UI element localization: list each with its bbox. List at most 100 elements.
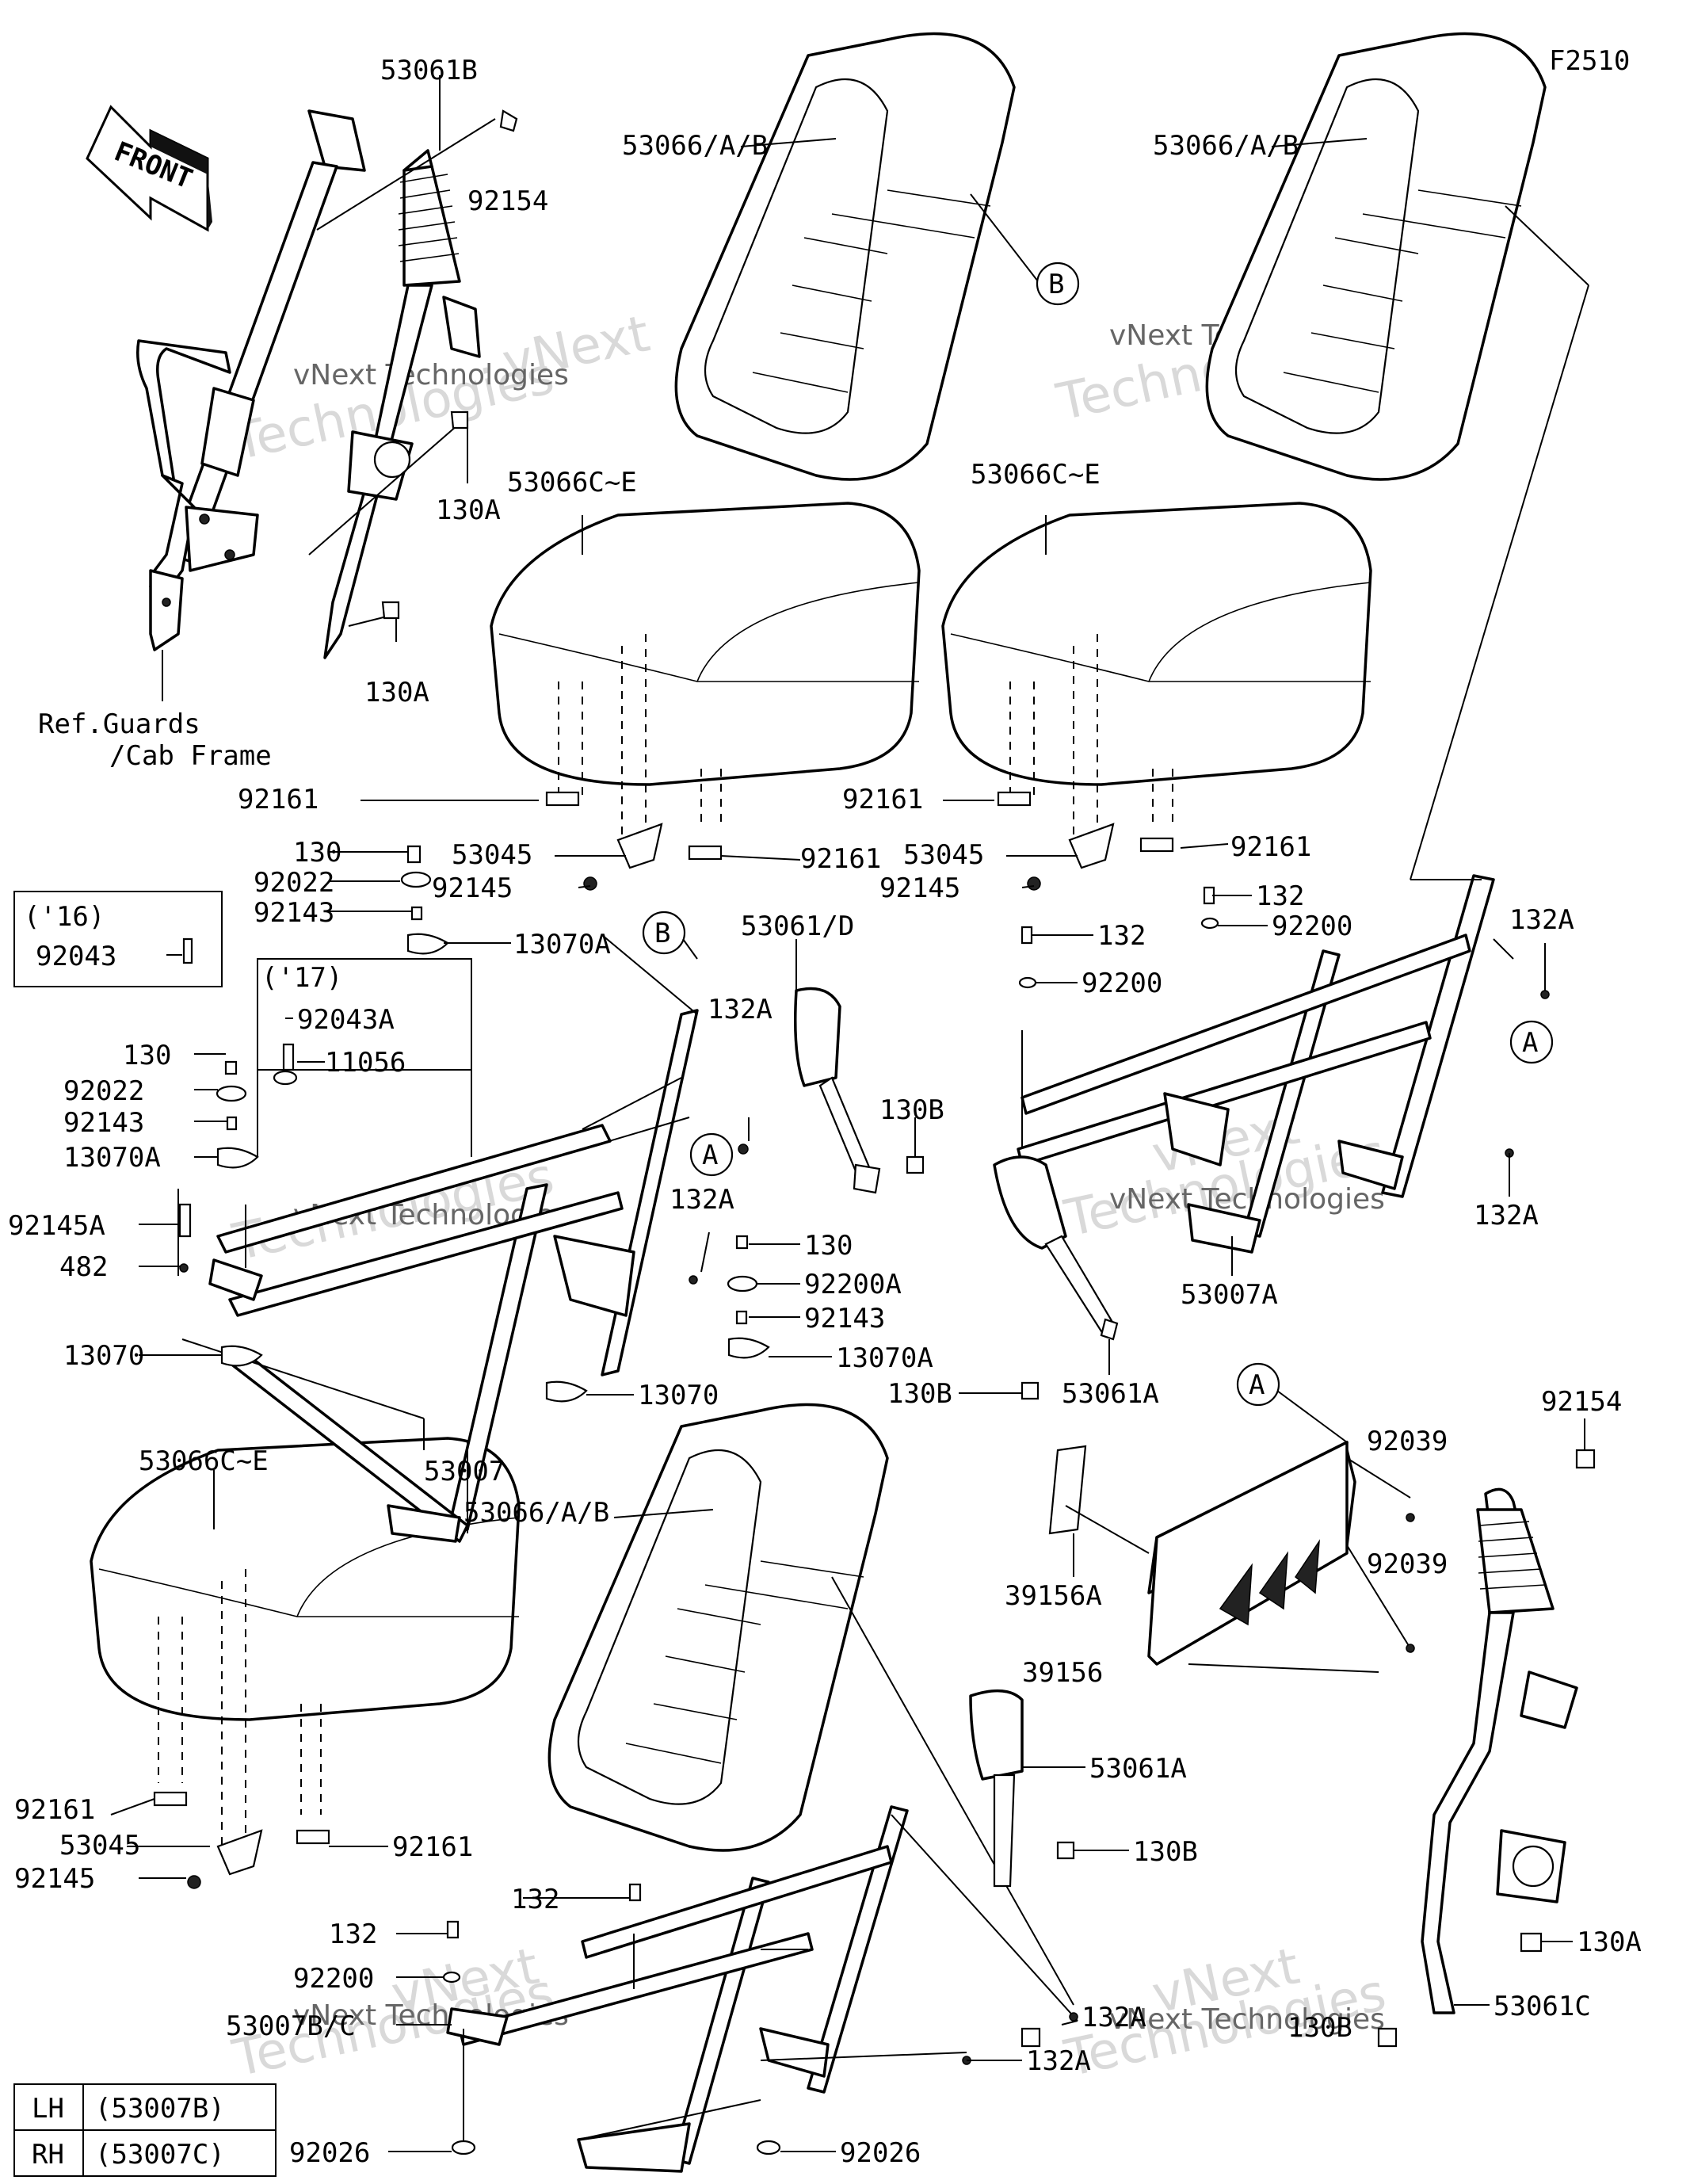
label-132: 132 [511,1884,559,1915]
seat-back-top-right [1205,32,1589,880]
label-53061a: 53061A [1062,1378,1159,1410]
label-92161: 92161 [800,843,881,875]
callout-b-top: B [1048,269,1064,300]
label-130b: 130B [1133,1836,1198,1868]
fasteners [178,845,1550,2155]
seat-cushion-top-middle [490,502,921,848]
label-92145a: 92145A [8,1210,105,1242]
label-92161: 92161 [1230,831,1311,863]
label-53061d: 53061/D [741,911,854,942]
label-130: 130 [804,1230,853,1262]
label-92026: 92026 [840,2137,921,2169]
label-130b: 130B [887,1378,952,1410]
label-92145: 92145 [14,1863,95,1895]
seat-cushion-top-right [941,502,1372,848]
label-92161: 92161 [842,784,923,815]
callout-b-mid: B [654,918,670,949]
label-92022: 92022 [254,867,334,899]
label-39156a: 39156A [1005,1580,1102,1612]
label-53066c: 53066C~E [507,467,637,498]
label-92200a: 92200A [804,1269,902,1300]
label-132: 132 [329,1919,377,1950]
seat-back-top-middle [674,32,1039,481]
seat-frame-53007a [1017,874,1514,1276]
figure-code: F2510 [1549,45,1630,77]
label-130: 130 [293,837,341,869]
legend-table: LH (53007B) RH (53007C) [13,2083,277,2177]
label-53061b: 53061B [380,55,478,86]
guard-frame: Ref.Guards /Cab Frame [38,109,366,772]
variant-17-label: ('17) [261,962,342,994]
label-92154: 92154 [467,185,548,217]
part-labels: F2510 53061B 92154 130A 130A 53066/A/B 5… [8,45,1642,2169]
label-132a: 132A [1026,2045,1091,2077]
label-92039: 92039 [1367,1426,1448,1457]
legend-side-lh: LH [32,2093,64,2125]
label-53045: 53045 [59,1830,140,1861]
label-92143: 92143 [63,1107,144,1139]
leader-lines [110,800,1573,2152]
label-92043a: 92043A [297,1004,395,1036]
label-92022: 92022 [63,1075,144,1107]
label-39156: 39156 [1022,1657,1103,1689]
callout-a-mid: A [702,1140,718,1171]
label-53045: 53045 [452,839,532,871]
ref-note-line2: /Cab Frame [109,740,272,772]
label-92161: 92161 [392,1831,473,1863]
variant-16-label: ('16) [24,901,105,933]
buckle-53061a-upper [993,1155,1119,1400]
seat-frame-53007bc [446,1805,1078,2173]
label-132a: 132A [1082,2002,1146,2033]
buckle-53061d [794,939,925,1194]
label-92026: 92026 [289,2137,370,2169]
label-92043: 92043 [36,941,116,972]
label-13070a: 13070A [513,929,611,960]
label-130b: 130B [1288,2012,1352,2044]
label-92200: 92200 [1272,911,1352,942]
buckle-53061a-lower [969,1689,1075,1888]
callout-a-right: A [1522,1027,1538,1059]
label-132a: 132A [708,994,773,1025]
label-53061a: 53061A [1089,1753,1187,1785]
label-482: 482 [59,1251,108,1283]
label-132a: 132A [1509,904,1574,936]
callout-a-cover: A [1249,1369,1265,1401]
label-130a: 130A [1577,1926,1642,1958]
seat-belt-53061c [1377,1418,1596,2048]
label-11056: 11056 [325,1047,406,1079]
legend-part-rh: (53007C) [95,2139,225,2171]
label-130: 130 [123,1040,171,1071]
watermark-text: vNext Technologies [1109,2003,1385,2036]
ref-note-line1: Ref.Guards [38,708,200,740]
watermark-text: vNext Technologies [1109,1183,1385,1216]
label-53007bc: 53007B/C [226,2010,356,2042]
label-13070a: 13070A [836,1342,933,1374]
legend-side-rh: RH [32,2139,64,2171]
label-92145: 92145 [879,872,960,904]
label-132: 132 [1097,920,1146,952]
callouts: B B A A A [642,262,1554,1443]
label-132a: 132A [1474,1200,1539,1231]
label-92161: 92161 [238,784,319,815]
cover-39156 [1048,1441,1415,1673]
label-53066: 53066/A/B [464,1497,609,1529]
label-92145: 92145 [432,872,513,904]
front-arrow: FRONT [86,105,212,232]
label-53007: 53007 [424,1456,505,1487]
label-53007a: 53007A [1181,1279,1278,1311]
label-92039: 92039 [1367,1548,1448,1580]
legend-part-lh: (53007B) [95,2093,225,2125]
variant-boxes: ('16) ('17) [13,891,472,1157]
seat-back-bottom-middle [547,1403,1074,2006]
seat-frame-53007 [177,934,699,1543]
label-92161: 92161 [14,1794,95,1826]
label-53045: 53045 [903,839,984,871]
label-53066c: 53066C~E [139,1445,269,1477]
label-132a: 132A [670,1184,734,1216]
label-53066: 53066/A/B [622,130,768,162]
label-53066: 53066/A/B [1153,130,1299,162]
label-92200: 92200 [1082,968,1162,999]
label-130a: 130A [436,494,501,526]
label-13070: 13070 [638,1380,719,1411]
